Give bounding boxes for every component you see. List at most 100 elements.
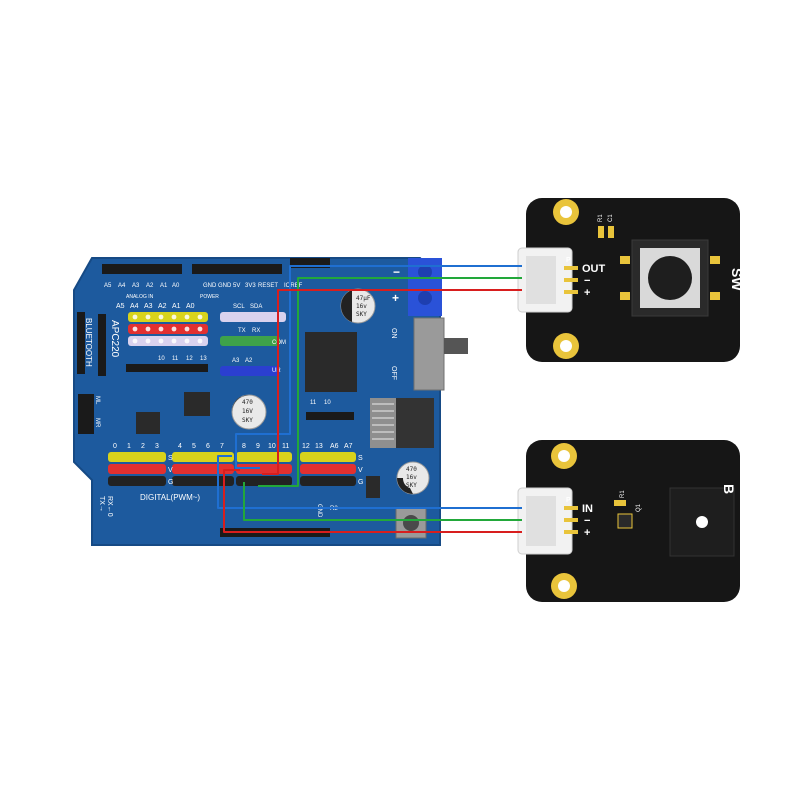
small-digital-header: [126, 364, 208, 372]
analog-pin-labels-2: A5 A4 A3 A2 A1 A0: [116, 303, 195, 310]
wires: [217, 265, 522, 533]
connector-pin-ground: [564, 518, 578, 522]
analog-pin-label: A5: [116, 303, 125, 310]
header-mid-right: [306, 412, 354, 420]
analog-pin-label: A0: [172, 283, 180, 289]
analog-pin-label: A4: [130, 303, 139, 310]
power-pin-label: GND: [203, 283, 217, 289]
capacitor-3: 470 16v SKY: [396, 461, 430, 495]
digital-number: 10: [268, 443, 276, 450]
header-number: 10: [158, 356, 165, 362]
digital-number: 11: [310, 400, 317, 406]
ic-chip-small: [184, 392, 210, 416]
digital-number: 6: [206, 443, 210, 450]
wire-button-power: [262, 289, 522, 475]
heatsink-tab: [370, 398, 396, 448]
row-label-v: V: [168, 467, 173, 474]
connector-pin-signal: [564, 506, 578, 510]
tactile-switch[interactable]: [620, 239, 720, 317]
small-header-numbers: 10 11 12 13: [158, 356, 207, 362]
component-label: Q1: [636, 503, 642, 512]
digital-number: 5: [192, 443, 196, 450]
button-module: P OUT − + R1 C1 SW: [517, 198, 745, 362]
analog-header-pins: [132, 314, 203, 344]
wire-buzzer-signal: [217, 455, 522, 509]
row-label-v: V: [358, 467, 363, 474]
power-switch-knob[interactable]: [444, 338, 468, 354]
motor-header: [78, 394, 94, 434]
uart-label: RX: [252, 328, 260, 334]
cap-brand: SKY: [356, 311, 367, 318]
buzzer-in-label: IN: [582, 503, 593, 515]
analog-pin-label: A4: [118, 283, 126, 289]
analog-pin-label: A0: [186, 303, 195, 310]
analog-header-yellow: [128, 312, 208, 322]
mounting-hole: [551, 573, 577, 599]
mr-label: MR: [94, 418, 100, 428]
analog-pin-label: A1: [172, 303, 181, 310]
header-number: 13: [200, 356, 207, 362]
switch-label-off: OFF: [390, 366, 397, 380]
mounting-hole: [553, 199, 579, 225]
power-pin-label: 5V: [233, 283, 240, 289]
digital-number: 9: [256, 443, 260, 450]
header-number: 11: [172, 356, 179, 362]
connector-pin-power: [564, 530, 578, 534]
button-plus-label: +: [584, 287, 590, 299]
uart-label: TX: [238, 328, 246, 334]
analog-pin-label: A1: [160, 283, 168, 289]
terminal-plus: +: [392, 291, 399, 305]
wire-button-ground: [258, 277, 522, 487]
regulator-body: [396, 398, 434, 448]
mounting-hole: [553, 333, 579, 359]
power-pin-labels: GND GND 5V 3V3 RESET IOREF: [203, 283, 303, 289]
ml-label: ML: [94, 396, 100, 405]
apc220-header: [98, 314, 106, 376]
cap-voltage: 16v: [406, 474, 417, 481]
digital-number: 4: [178, 443, 182, 450]
button-minus-label: −: [584, 275, 590, 287]
pin-letter: P: [566, 257, 571, 264]
cap-value: 47μF: [356, 295, 371, 302]
component-label: R1: [598, 214, 604, 222]
connector-pin-signal: [564, 266, 578, 270]
transistor-q1: [617, 513, 633, 529]
rx-label: RX←0: [106, 496, 113, 517]
heatsink-fins: [372, 403, 394, 440]
cap-voltage: 16V: [242, 408, 253, 415]
iic-label: SCL: [233, 304, 245, 310]
analog-pin-label: A3: [144, 303, 153, 310]
header-top-far: [290, 258, 330, 268]
diode: [366, 476, 380, 498]
row-label-g: G: [168, 479, 173, 486]
power-label: POWER: [200, 294, 219, 300]
capacitor-1: 47μF 16v SKY: [340, 288, 376, 324]
component-label: C1: [608, 214, 614, 222]
b-silkscreen: B: [721, 484, 737, 494]
component-label: R1: [620, 490, 626, 498]
analog-pin-label: A3: [132, 283, 140, 289]
row-label-g: G: [358, 479, 363, 486]
apc220-label: APC220: [109, 320, 120, 358]
tx-label: TX→: [98, 496, 105, 512]
digital-numbers-far: 11 10: [310, 400, 331, 406]
row-label-s: S: [358, 455, 363, 462]
ic-chip-left: [136, 412, 160, 434]
digital-number: 10: [324, 400, 331, 406]
digital-number: 7: [220, 443, 224, 450]
buzzer: [669, 487, 735, 557]
cap-brand: SKY: [242, 417, 253, 424]
buzzer-minus-label: −: [584, 515, 590, 527]
cap-value: 470: [406, 466, 417, 473]
terminal-minus: −: [393, 265, 400, 279]
digital-number: 13: [315, 443, 323, 450]
analog-a3-label: A3: [232, 358, 240, 364]
buzzer-module-pcb: [526, 440, 740, 602]
cap-value: 470: [242, 399, 253, 406]
digital-number: 0: [113, 443, 117, 450]
button-out-label: OUT: [582, 263, 606, 275]
power-switch[interactable]: [413, 317, 445, 391]
mounting-hole: [551, 443, 577, 469]
digital-header-block-4: [300, 452, 356, 486]
bluetooth-header: [77, 312, 85, 374]
